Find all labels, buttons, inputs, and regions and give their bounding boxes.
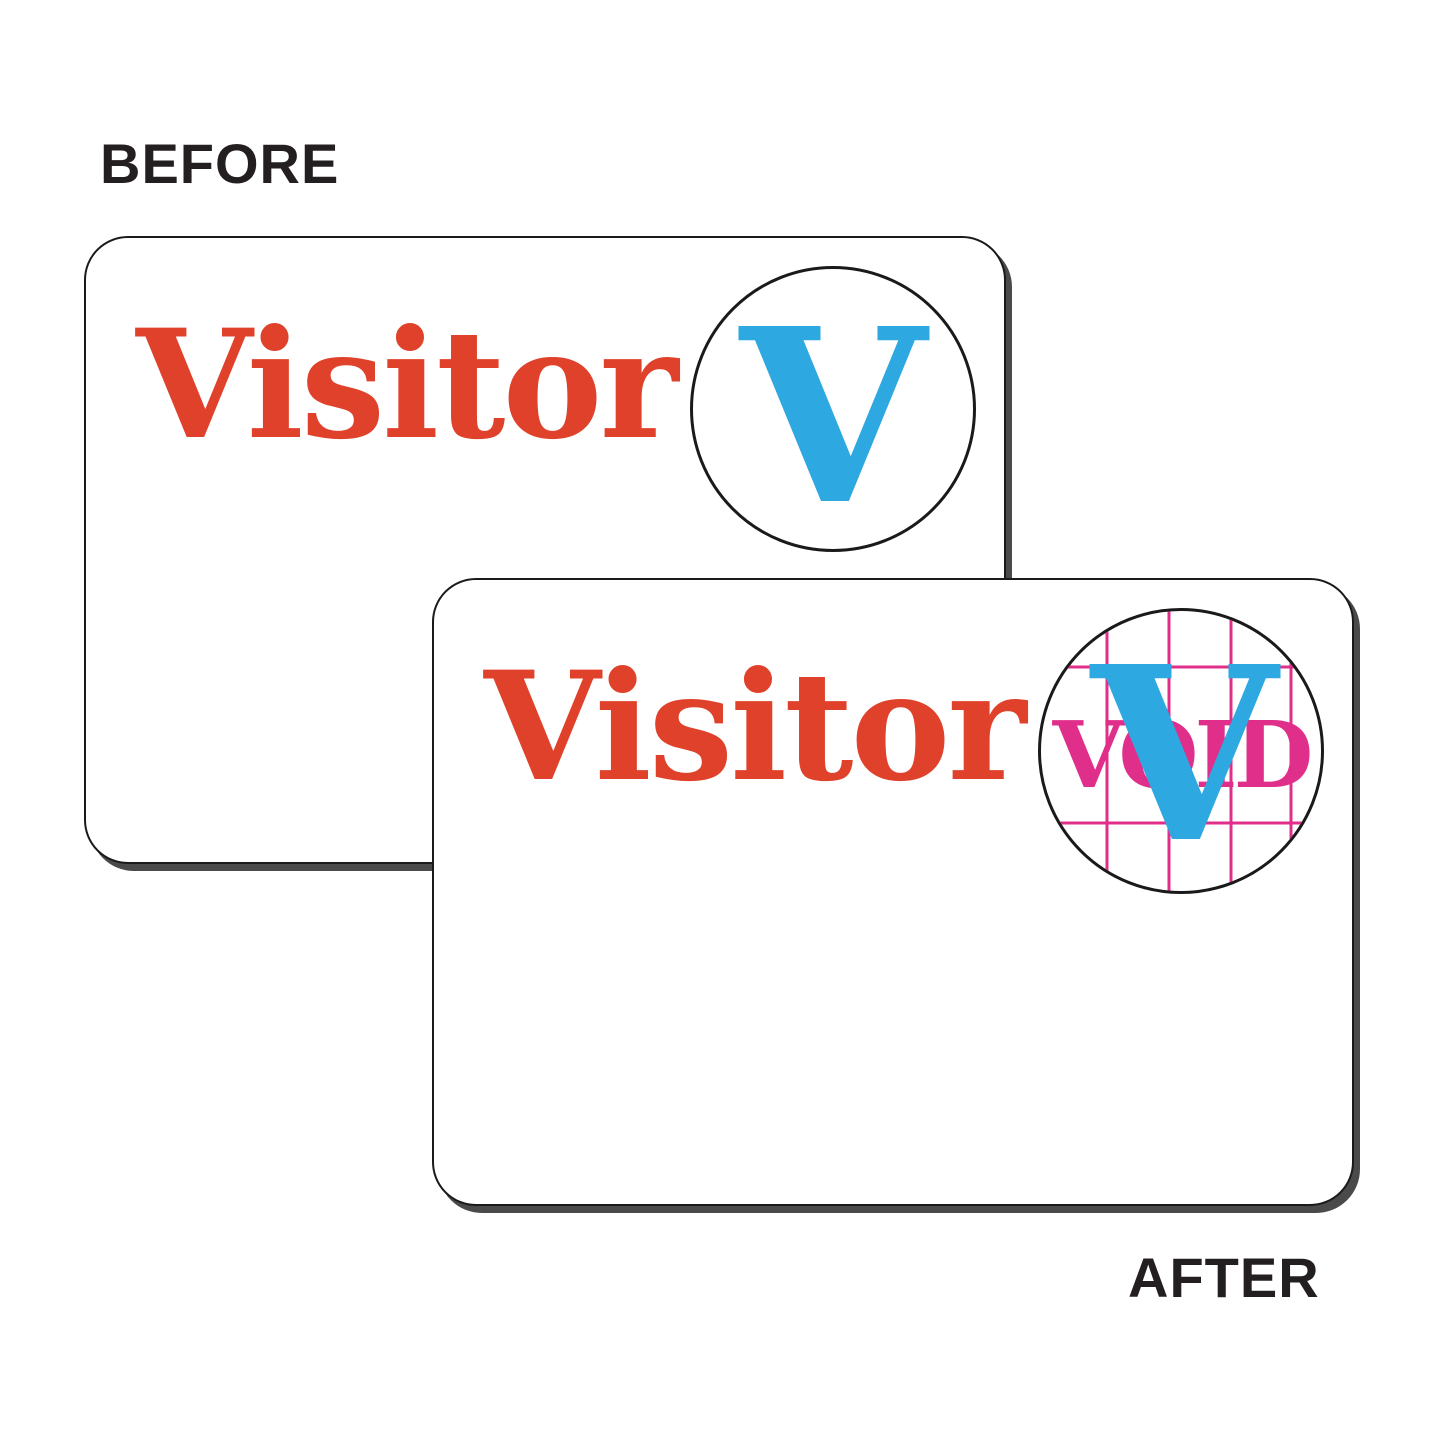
v-badge-circle: V — [690, 266, 976, 552]
visitor-title: Visitor — [484, 639, 1027, 815]
after-label: AFTER — [1128, 1246, 1320, 1309]
before-label: BEFORE — [100, 132, 340, 195]
visitor-title: Visitor — [136, 297, 679, 473]
visitor-badge-before: Visitor V — [84, 236, 1006, 864]
void-overlay-text: VOID — [1052, 701, 1314, 809]
v-letter-icon: V — [739, 276, 927, 552]
visitor-badge-after: Visitor VOID V — [432, 578, 1354, 1206]
v-letter-icon: V — [1090, 614, 1278, 894]
void-grid-pattern — [1041, 611, 1321, 891]
v-badge-circle-expired: VOID V — [1038, 608, 1324, 894]
